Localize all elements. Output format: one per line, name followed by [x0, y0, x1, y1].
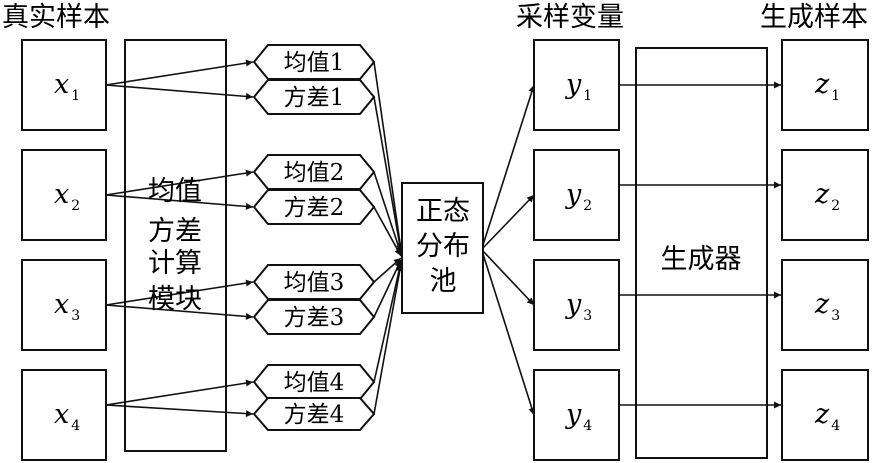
heading-real-samples: 真实样本: [2, 2, 110, 33]
arrow-x1-var1: [105, 84, 254, 100]
normal-distribution-pool: [401, 182, 484, 314]
arrow-pool-y1: [482, 84, 536, 246]
mean-label-2: 均值2: [284, 160, 345, 186]
heading-sampled-vars: 采样变量: [516, 2, 624, 33]
module-label-line-4: 模块: [148, 284, 202, 315]
variance-label-2: 方差2: [284, 195, 345, 221]
mean-label-4: 均值4: [284, 370, 345, 396]
arrow-mean4-pool: [373, 261, 403, 383]
heading-generated-samples: 生成样本: [760, 2, 868, 33]
arrow-var1-pool: [373, 96, 404, 253]
variance-label-1: 方差1: [284, 85, 345, 111]
arrow-var2-pool: [373, 206, 402, 257]
mean-label-3: 均值3: [284, 270, 345, 296]
arrow-x3-mean3: [105, 279, 254, 306]
module-label-line-3: 计算: [148, 248, 202, 279]
generator-box: [635, 47, 768, 459]
module-label-line-1: 均值: [148, 176, 202, 207]
arrow-x2-var2: [105, 194, 254, 210]
arrow-x2-mean2: [105, 169, 254, 196]
arrow-x4-mean4: [105, 379, 254, 406]
generator-label: 生成器: [661, 244, 742, 275]
pool-label-line-2: 分布: [416, 231, 470, 262]
mean-variance-module: [124, 39, 227, 452]
arrow-pool-y3: [482, 250, 535, 306]
arrow-x4-var4: [105, 404, 254, 418]
pool-label-line-3: 池: [430, 266, 457, 297]
arrow-var4-pool: [373, 263, 404, 415]
arrow-pool-y2: [482, 194, 535, 249]
arrow-pool-y4: [482, 253, 536, 416]
arrow-mean1-pool: [373, 61, 404, 251]
arrow-mean2-pool: [373, 171, 403, 255]
arrow-x3-var3: [105, 304, 254, 320]
mean-label-1: 均值1: [284, 50, 345, 76]
pool-label-line-1: 正态: [416, 196, 470, 227]
variance-label-3: 方差3: [284, 305, 345, 331]
arrow-x1-mean1: [105, 59, 254, 86]
variance-label-4: 方差4: [284, 402, 345, 428]
module-label-line-2: 方差: [148, 216, 202, 247]
